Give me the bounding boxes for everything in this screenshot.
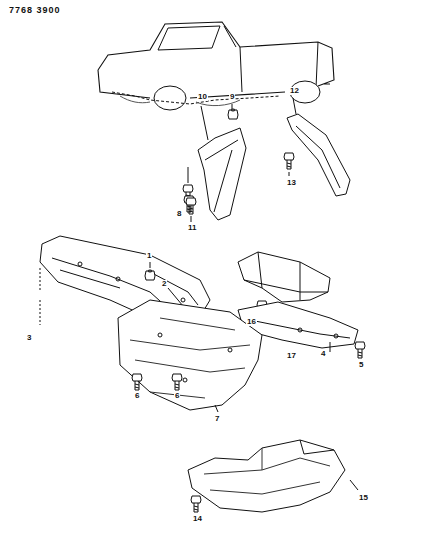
callout-number: 17: [286, 352, 297, 360]
callout-number: 1: [146, 252, 152, 260]
callout-number: 9: [229, 93, 235, 101]
callout-number: 2: [161, 280, 167, 288]
callout-number: 13: [286, 179, 297, 187]
callout-number: 15: [358, 494, 369, 502]
callout-number: 6: [174, 392, 180, 400]
code-number: 7768 3900: [8, 6, 62, 15]
callout-number: 6: [134, 392, 140, 400]
callout-number: 11: [187, 224, 197, 232]
callout-number: 5: [358, 361, 364, 369]
callout-number: 8: [176, 210, 182, 218]
callout-number: 16: [246, 318, 257, 326]
callout-number: 3: [26, 334, 32, 342]
callout-number: 7: [214, 415, 220, 423]
callout-number: 4: [320, 350, 326, 358]
callout-number: 12: [289, 87, 300, 95]
callout-number: 14: [192, 515, 203, 523]
callout-number: 10: [197, 93, 208, 101]
